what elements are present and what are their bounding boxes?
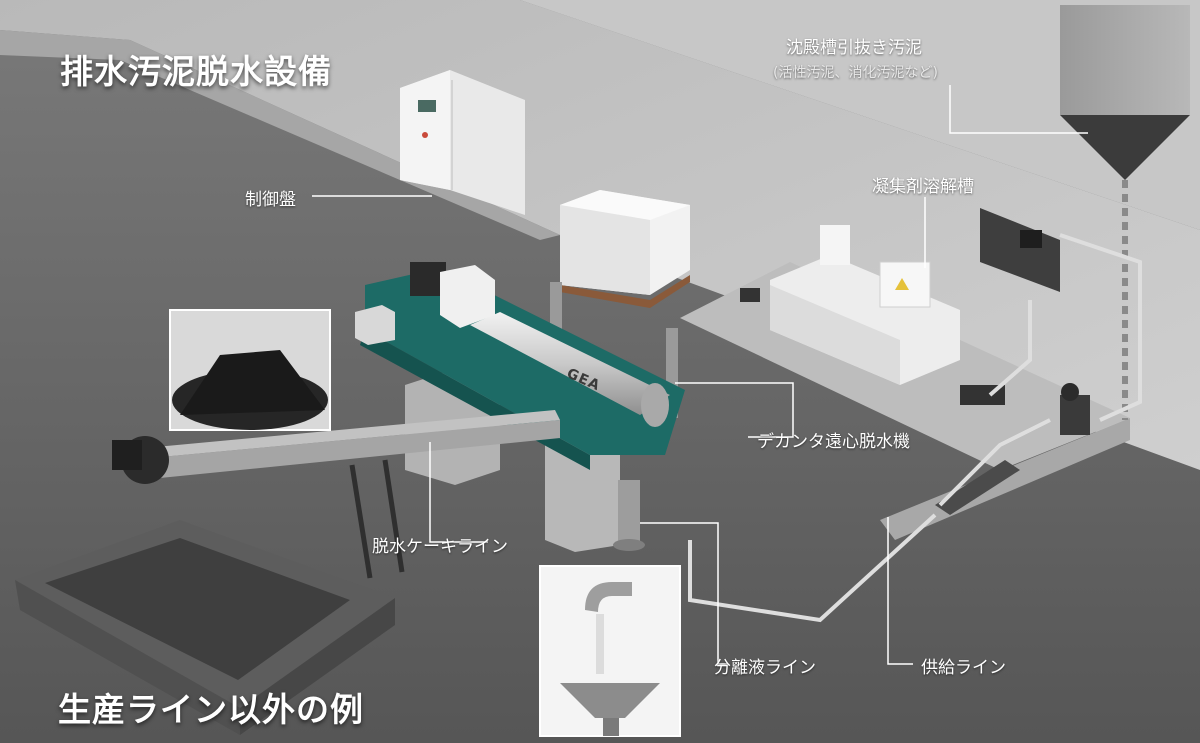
upper-wall bbox=[520, 0, 1200, 230]
leader-lines bbox=[312, 85, 1088, 665]
sludge-silo bbox=[1060, 5, 1190, 420]
label-flocculant-tank: 凝集剤溶解槽 bbox=[872, 177, 974, 197]
supply-pump bbox=[935, 383, 1090, 515]
label-sludge-source-note: (活性汚泥、消化汚泥など) bbox=[773, 65, 938, 81]
control-panel-cabinet bbox=[400, 70, 525, 215]
piping bbox=[688, 233, 1142, 623]
label-cake-line: 脱水ケーキライン bbox=[372, 537, 508, 557]
liquid-photo-inset bbox=[539, 565, 681, 737]
separated-liquid-pipe bbox=[613, 480, 645, 551]
tote-tank bbox=[560, 190, 690, 308]
label-sludge-source: 沈殿槽引抜き汚泥 bbox=[786, 38, 922, 58]
label-supply-line: 供給ライン bbox=[921, 658, 1006, 678]
cake-conveyor bbox=[112, 410, 560, 579]
wall-base bbox=[0, 30, 560, 240]
diagram-title: 排水汚泥脱水設備 bbox=[60, 52, 332, 91]
flocculant-tank-unit bbox=[740, 225, 1005, 405]
wall-pump-board bbox=[980, 208, 1060, 292]
label-separated-liquid-line: 分離液ライン bbox=[714, 658, 816, 678]
cake-bin bbox=[15, 520, 395, 735]
cake-photo-inset bbox=[169, 309, 331, 431]
footer-title: 生産ライン以外の例 bbox=[58, 690, 364, 729]
label-control-panel: 制御盤 bbox=[245, 190, 296, 210]
label-decanter: デカンタ遠心脱水機 bbox=[757, 432, 910, 452]
